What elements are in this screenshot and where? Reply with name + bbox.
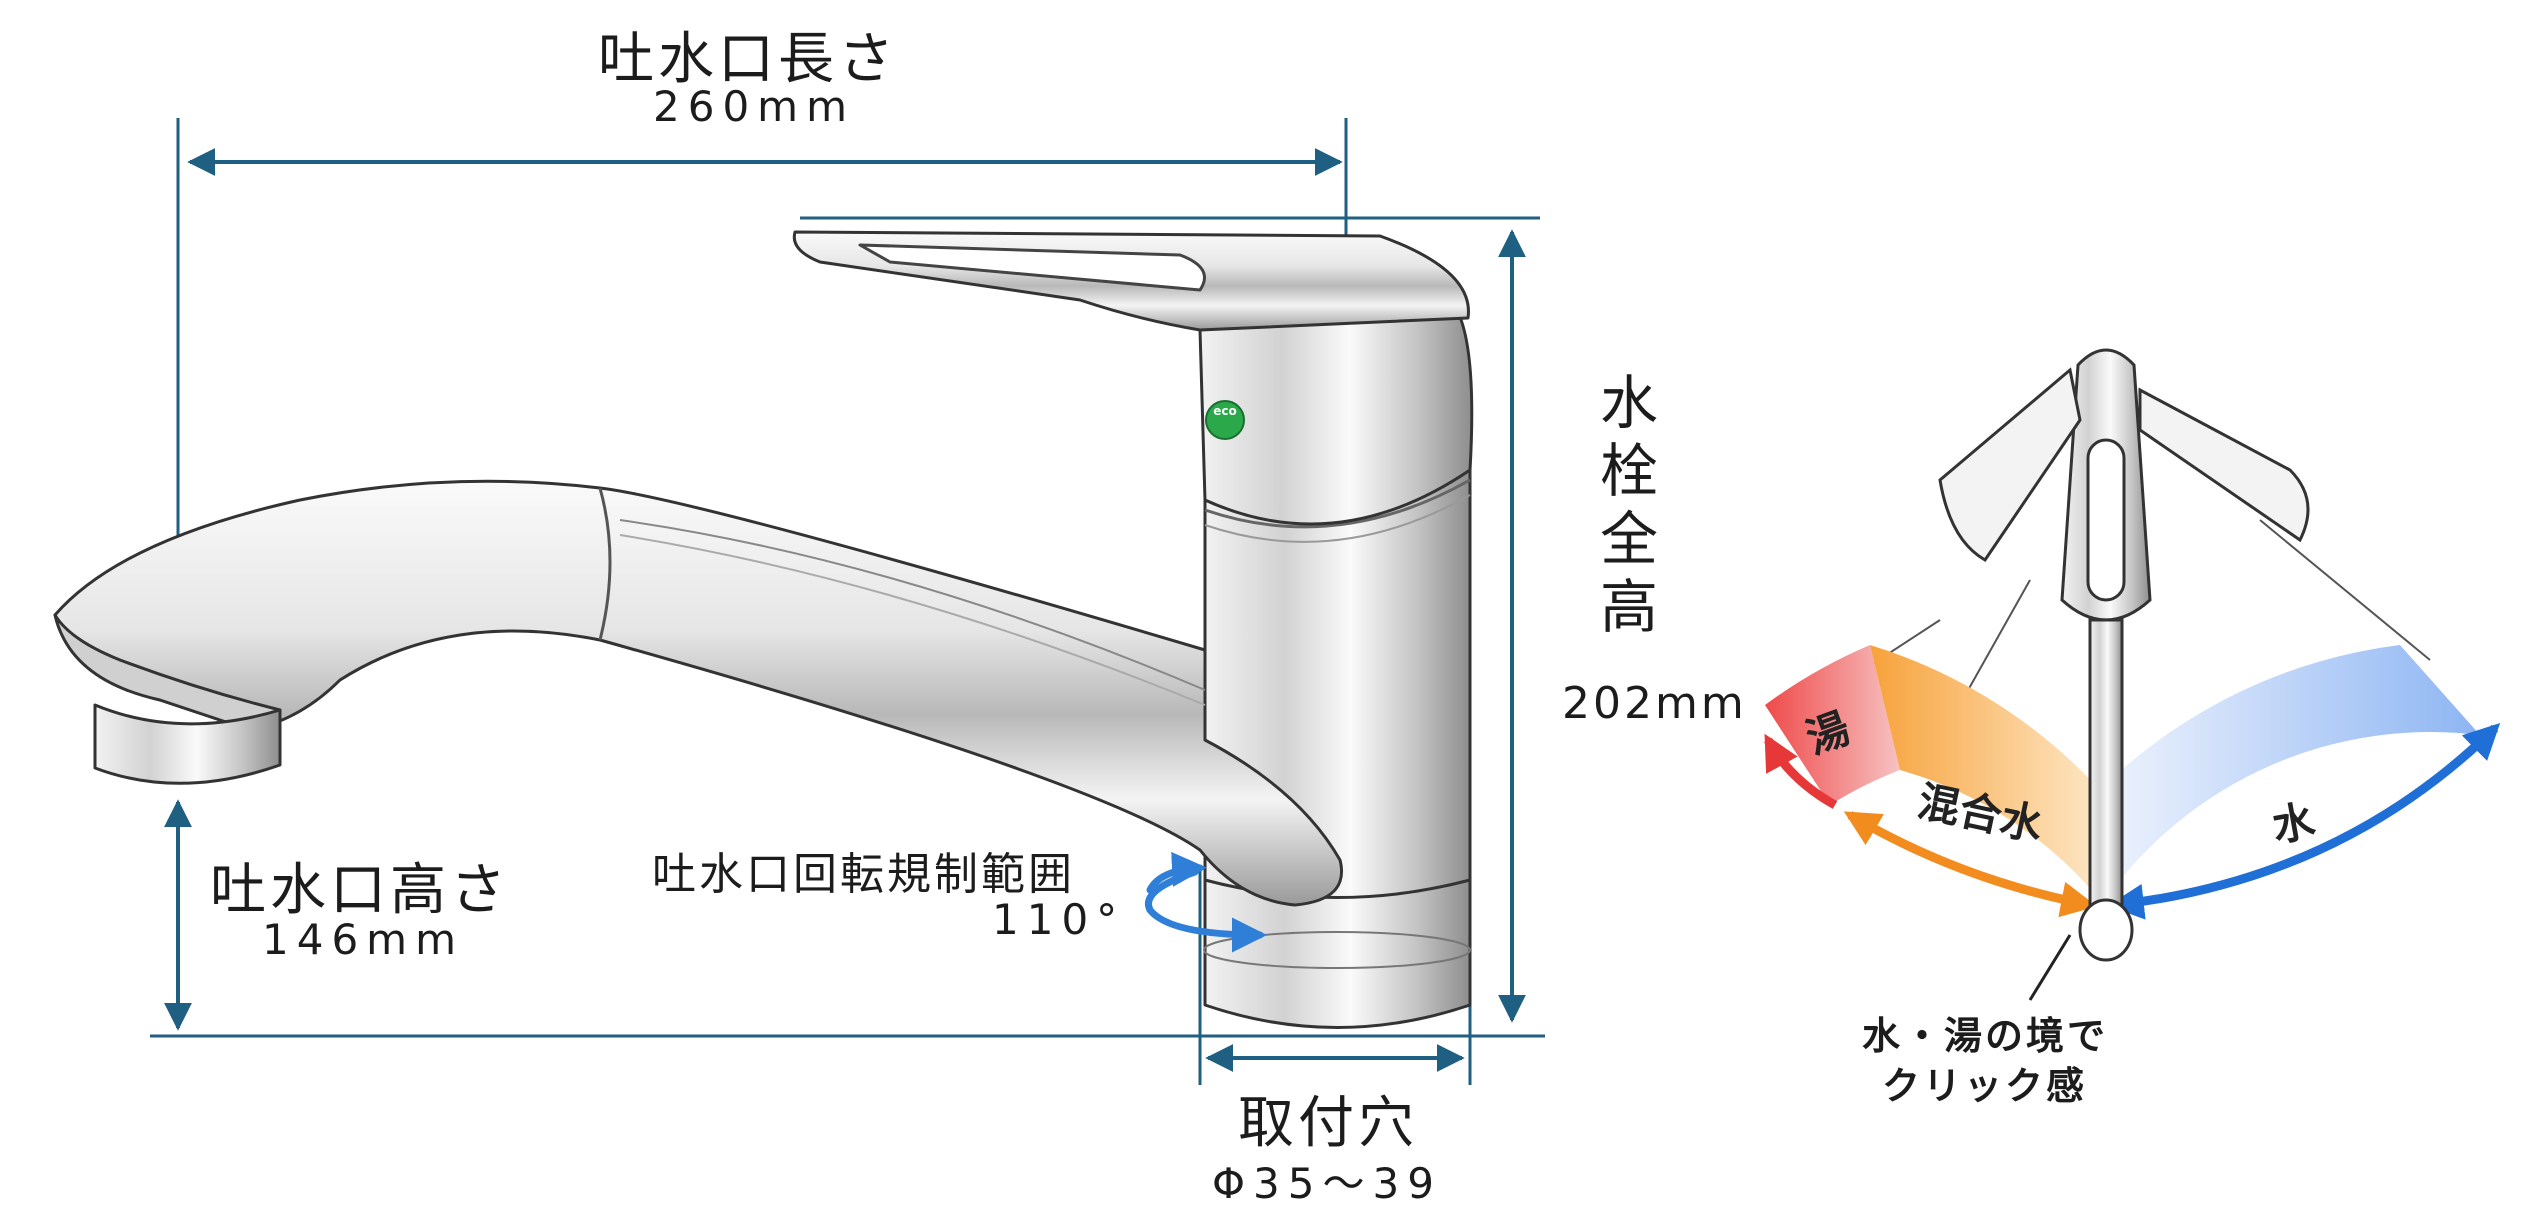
- rotation-arrow-icon: [1145, 851, 1267, 953]
- spout-length-value: 260mm: [653, 82, 855, 131]
- spout-height-label: 吐水口高さ: [210, 858, 510, 923]
- faucet-illustration: [53, 230, 1474, 1029]
- total-height-label: 水栓全高: [1590, 372, 1658, 644]
- click-note-line2: クリック感: [1882, 1064, 2088, 1108]
- eco-badge-label: eco: [1213, 404, 1237, 418]
- eco-badge-icon: [1205, 400, 1245, 440]
- lever-range-diagram: [1764, 348, 2501, 1001]
- mounting-hole-label: 取付穴: [1238, 1091, 1418, 1156]
- click-note-line1: 水・湯の境で: [1862, 1014, 2109, 1058]
- dimension-lines: [150, 118, 1545, 1085]
- rotation-limit-label: 吐水口回転規制範囲: [652, 849, 1075, 900]
- total-height-value: 202mm: [1562, 678, 1747, 729]
- mounting-hole-value: Φ35～39: [1212, 1159, 1442, 1208]
- rotation-limit-value: 110°: [992, 895, 1126, 944]
- spout-height-value: 146mm: [262, 915, 464, 964]
- spout-length-label: 吐水口長さ: [598, 27, 898, 92]
